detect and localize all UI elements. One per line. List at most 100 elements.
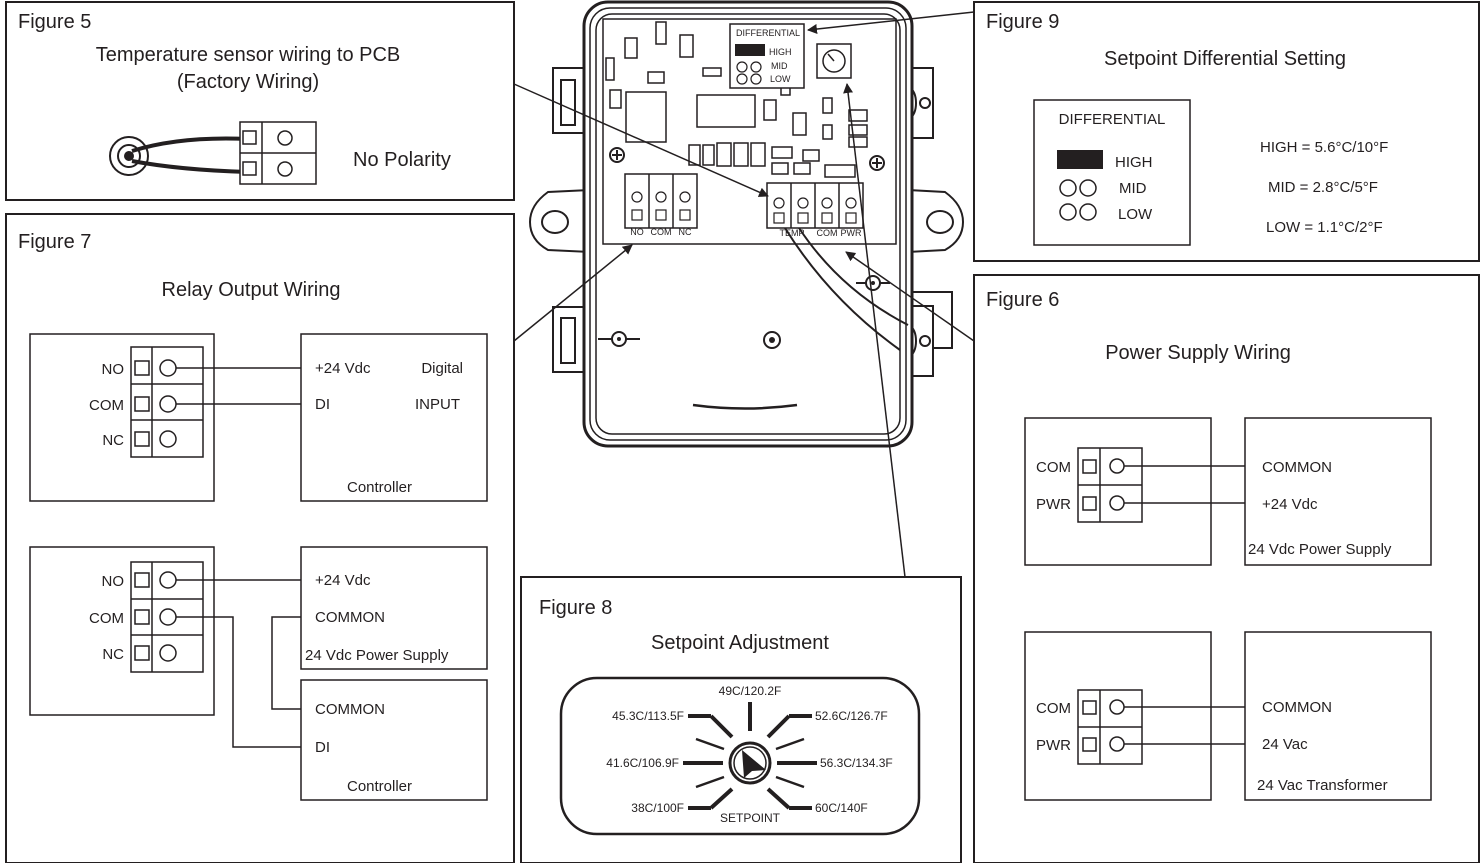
figure-9-label: Figure 9 — [986, 11, 1059, 33]
relay-module-top: NO COM NC — [29, 333, 215, 502]
device-terminal-no: NO — [630, 227, 644, 237]
dial-tick-label: 41.6C/106.9F — [606, 756, 679, 770]
controller-description: Digital — [421, 360, 463, 377]
controller-terminal-label: DI — [315, 396, 330, 413]
transformer-name: 24 Vac Transformer — [1257, 777, 1388, 794]
terminal-nc-label: NC — [102, 432, 124, 449]
dial-tick-label: 52.6C/126.7F — [815, 709, 888, 723]
mounting-hole-icon — [763, 331, 781, 349]
figure-5-subtitle: (Factory Wiring) — [177, 71, 319, 93]
figure-6-panel: Figure 6 Power Supply Wiring COM PWR COM… — [973, 274, 1480, 863]
device-relay-terminal-block: NO COM NC — [624, 173, 698, 237]
terminal-com-label: COM — [1036, 700, 1071, 717]
differential-value-high: HIGH = 5.6°C/10°F — [1260, 139, 1388, 156]
device-dip-low: LOW — [770, 74, 791, 84]
differential-value-mid: MID = 2.8°C/5°F — [1268, 179, 1378, 196]
device-power-terminal-block: TEMP COM PWR — [766, 182, 864, 238]
screw-icon — [869, 155, 885, 171]
dip-option-low: LOW — [1118, 206, 1153, 223]
power-supply-box: +24 Vdc COMMON 24 Vdc Power Supply — [300, 546, 488, 670]
device-module-dc: COM PWR — [1024, 417, 1212, 566]
terminal-pwr-label: PWR — [1036, 496, 1071, 513]
callout-arrow — [807, 11, 975, 35]
figure-5-label: Figure 5 — [18, 11, 91, 33]
psu-terminal-label: COMMON — [1262, 459, 1332, 476]
dip-option-mid: MID — [1119, 180, 1147, 197]
controller-name: Controller — [347, 479, 412, 496]
callout-arrow — [513, 244, 633, 342]
device-terminal-nc: NC — [679, 227, 692, 237]
controller-name: Controller — [347, 778, 412, 795]
sensor-lead — [798, 227, 909, 326]
dial-tick-label: 45.3C/113.5F — [612, 709, 684, 723]
device-terminal-pwr: PWR — [841, 228, 862, 238]
differential-dip-switch: DIFFERENTIAL HIGH MID LOW — [1033, 99, 1191, 246]
figure-6-label: Figure 6 — [986, 289, 1059, 311]
sensor-lead — [784, 227, 901, 351]
device-dip-header: DIFFERENTIAL — [736, 28, 800, 38]
terminal-block — [239, 121, 317, 185]
figure-7-panel: Figure 7 Relay Output Wiring NO COM NC +… — [5, 213, 515, 863]
transformer-terminal-label: COMMON — [1262, 699, 1332, 716]
dip-switch-header: DIFFERENTIAL — [1059, 111, 1166, 128]
psu-terminal-label: +24 Vdc — [315, 572, 371, 589]
callout-arrow — [845, 251, 975, 342]
ac-transformer: COMMON 24 Vac 24 Vac Transformer — [1244, 631, 1432, 801]
screw-icon — [609, 147, 625, 163]
terminal-com-label: COM — [89, 610, 124, 627]
figure-7-label: Figure 7 — [18, 231, 91, 253]
device-terminal-com: COM — [817, 228, 838, 238]
device-dip-high: HIGH — [769, 47, 792, 57]
figure-7-title: Relay Output Wiring — [162, 279, 341, 301]
device-dip-mid: MID — [771, 61, 788, 71]
psu-terminal-label: +24 Vdc — [1262, 496, 1318, 513]
device-terminal-com: COM — [651, 227, 672, 237]
dial-pointer-icon — [742, 750, 766, 778]
mounting-hole-icon — [598, 331, 640, 347]
device-module-ac: COM PWR — [1024, 631, 1212, 801]
figure-5-panel: Figure 5 Temperature sensor wiring to PC… — [5, 1, 515, 201]
figure-9-panel: Figure 9 Setpoint Differential Setting D… — [973, 1, 1480, 262]
temperature-sensor-icon — [109, 136, 149, 176]
dial-setpoint-label: SETPOINT — [720, 811, 781, 825]
figure-8-label: Figure 8 — [539, 597, 612, 619]
figure-6-title: Power Supply Wiring — [1105, 342, 1291, 364]
controller-terminal-label: DI — [315, 739, 330, 756]
device-enclosure: DIFFERENTIAL HIGH MID LOW N — [528, 0, 965, 448]
psu-name: 24 Vdc Power Supply — [305, 647, 449, 664]
controller-terminal-label: COMMON — [315, 701, 385, 718]
terminal-pwr-label: PWR — [1036, 737, 1071, 754]
wire — [271, 616, 301, 710]
psu-name: 24 Vdc Power Supply — [1248, 541, 1392, 558]
figure-5-title: Temperature sensor wiring to PCB — [96, 44, 401, 66]
transformer-terminal-label: 24 Vac — [1262, 736, 1308, 753]
wire — [176, 616, 301, 748]
terminal-no-label: NO — [102, 573, 125, 590]
figure-8-panel: Figure 8 Setpoint Adjustment 49 — [520, 576, 962, 863]
terminal-no-label: NO — [102, 361, 125, 378]
figure-8-title: Setpoint Adjustment — [651, 632, 829, 654]
dial-tick-label: 56.3C/134.3F — [820, 756, 893, 770]
no-polarity-note: No Polarity — [353, 149, 451, 171]
controller-description: INPUT — [415, 396, 460, 413]
cover-slot — [692, 403, 798, 410]
device-terminal-temp: TEMP — [779, 228, 804, 238]
setpoint-dial: 49C/120.2F 45.3C/113.5F 52.6C/126.7F 41.… — [559, 676, 921, 836]
setpoint-potentiometer-icon — [816, 43, 852, 79]
dial-tick-label: 38C/100F — [631, 801, 684, 815]
dip-option-high: HIGH — [1115, 154, 1153, 171]
controller-top: +24 Vdc DI Digital INPUT Controller — [300, 333, 488, 502]
differential-value-low: LOW = 1.1°C/2°F — [1266, 219, 1383, 236]
device-dip-switch: DIFFERENTIAL HIGH MID LOW — [729, 23, 805, 89]
callout-arrow — [843, 83, 906, 578]
terminal-nc-label: NC — [102, 646, 124, 663]
controller-terminal-label: +24 Vdc — [315, 360, 371, 377]
sensor-wire — [131, 136, 249, 153]
dc-power-supply: COMMON +24 Vdc 24 Vdc Power Supply — [1244, 417, 1432, 566]
sensor-wire — [131, 159, 249, 174]
dial-tick-label: 60C/140F — [815, 801, 868, 815]
terminal-com-label: COM — [1036, 459, 1071, 476]
figure-9-title: Setpoint Differential Setting — [1104, 48, 1346, 70]
terminal-com-label: COM — [89, 397, 124, 414]
